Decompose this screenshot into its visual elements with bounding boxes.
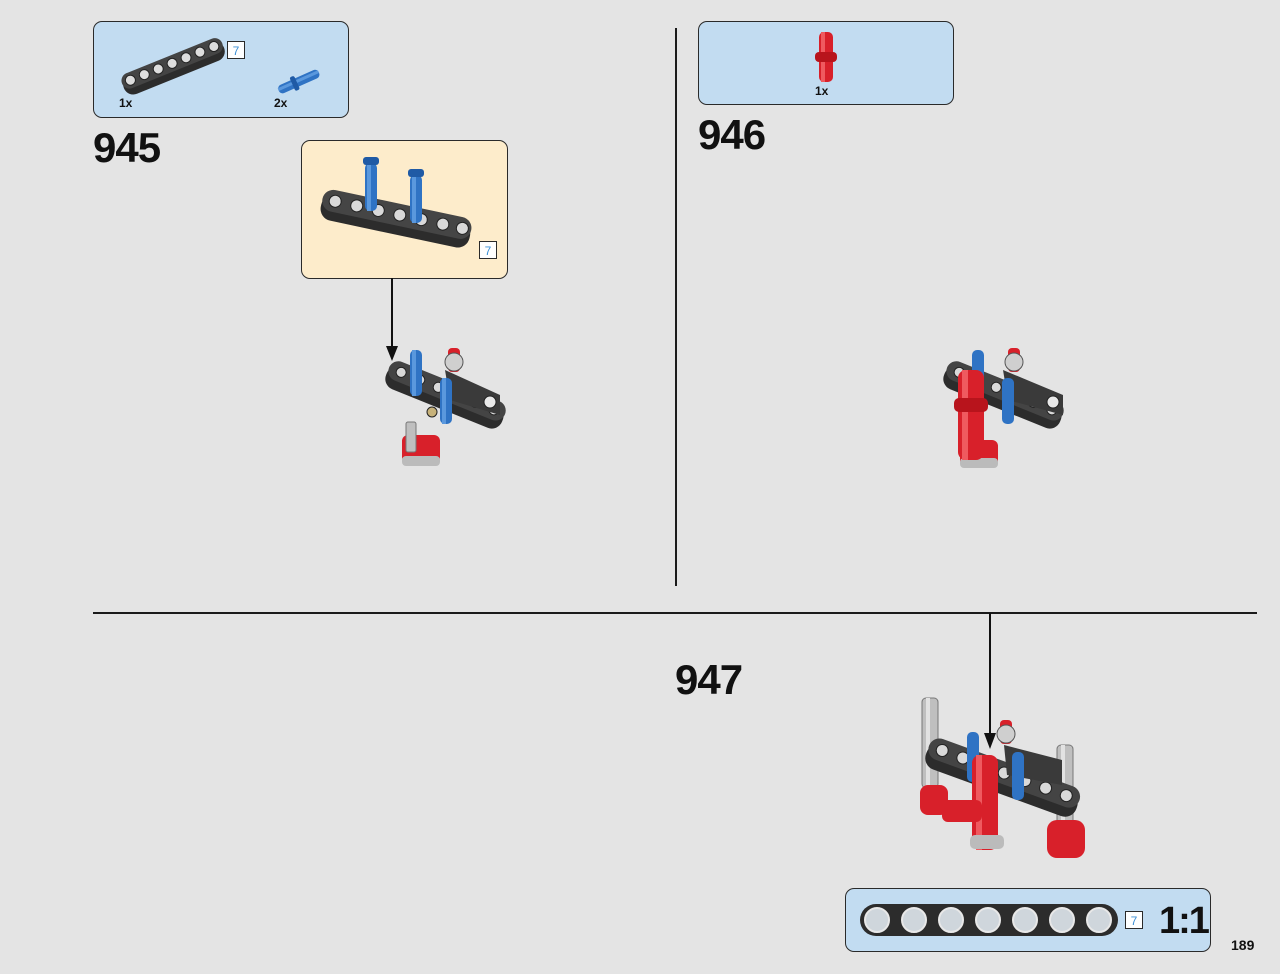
- step-number-945: 945: [93, 124, 161, 171]
- step-945-placement-arrow: [386, 278, 398, 361]
- pin-quantity: 2x: [274, 96, 288, 110]
- ruler-length-badge: 7: [1125, 911, 1143, 929]
- blue-axle-pin-icon: [277, 69, 320, 94]
- technic-beam-7-icon: [121, 38, 225, 95]
- page-number: 189: [1231, 937, 1255, 953]
- step-945-parts-list: 7 1x 2x: [93, 21, 349, 118]
- subassembly-length-badge: 7: [479, 241, 497, 259]
- step-947-assembly-model: [920, 697, 1085, 858]
- step-number-947: 947: [675, 656, 743, 703]
- scale-ruler-box: 7 1:1: [845, 888, 1211, 952]
- scale-label: 1:1: [1159, 900, 1210, 942]
- step-946-assembly-model: [943, 348, 1064, 468]
- step-947-placement-arrow: [984, 613, 996, 749]
- beam-with-two-blue-pins-icon: [320, 157, 472, 248]
- beam-length-badge: 7: [227, 41, 245, 59]
- red-axle-connector-icon: [815, 32, 837, 82]
- step-945-subassembly-callout: 7: [301, 140, 508, 279]
- vertical-step-divider: [675, 28, 677, 586]
- beam-quantity: 1x: [119, 96, 133, 110]
- step-946-parts-list: 1x: [698, 21, 954, 105]
- step-number-946: 946: [698, 111, 766, 158]
- red-connector-quantity: 1x: [815, 84, 829, 98]
- ruler-beam-7-icon: [860, 904, 1118, 936]
- horizontal-step-divider: [93, 612, 1257, 614]
- step-945-assembly-model: [385, 348, 506, 466]
